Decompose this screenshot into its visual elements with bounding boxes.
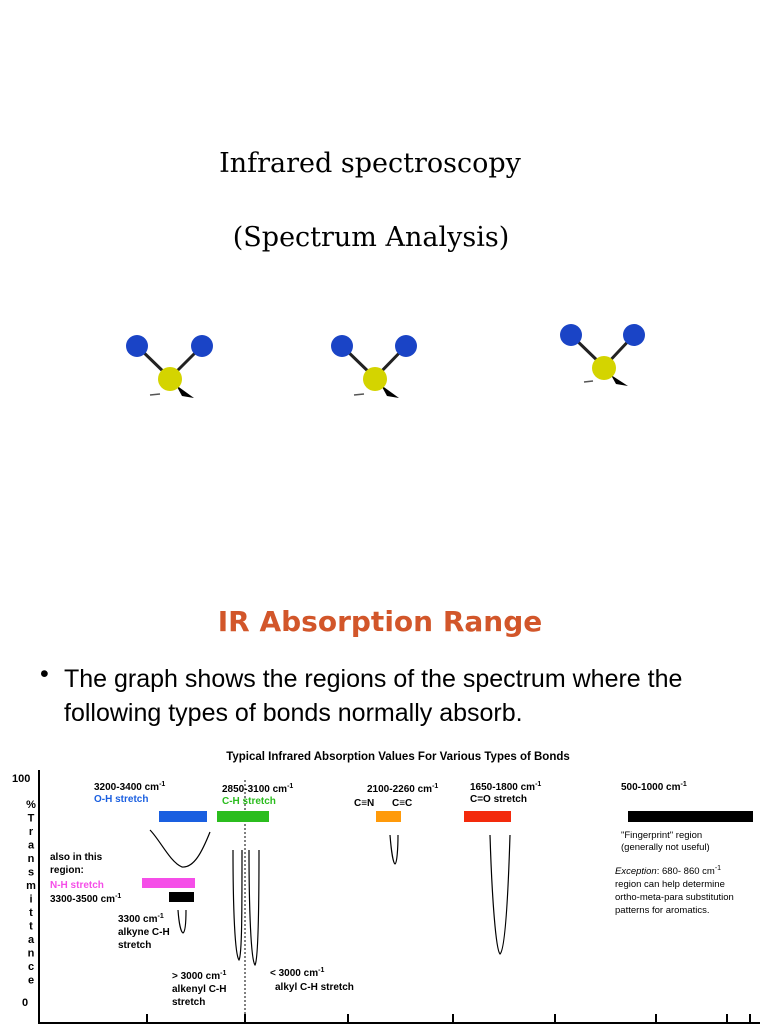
blue-atom xyxy=(331,335,353,357)
svg-text:> 3000 cm-1: > 3000 cm-1 xyxy=(172,970,226,982)
exception-line1: : 680- 860 cm xyxy=(657,866,715,877)
co-range-label: 1650-1800 cm xyxy=(470,782,535,793)
svg-text:1650-1800 cm-1: 1650-1800 cm-1 xyxy=(470,781,541,793)
alkyne-label-line2: alkyne C-H xyxy=(118,927,170,938)
cn-triple-label: C≡N xyxy=(354,798,374,809)
slide-subtitle: (Spectrum Analysis) xyxy=(232,222,510,253)
nh-name-label: N-H stretch xyxy=(50,880,104,891)
y-axis-title-letter: t xyxy=(29,907,33,919)
co-name-label: C=O stretch xyxy=(470,794,527,805)
yellow-atom xyxy=(363,367,387,391)
ch-range-label: 2850-3100 cm xyxy=(222,784,287,795)
triple-bond-peak xyxy=(389,834,399,865)
svg-text:2100-2260 cm-1: 2100-2260 cm-1 xyxy=(367,783,438,795)
alkenyl-label-line2: alkenyl C-H xyxy=(172,984,226,995)
y-axis-top-label: 100 xyxy=(12,773,30,785)
fingerprint-region-bar xyxy=(628,811,753,822)
x-axis-ticks xyxy=(146,1014,751,1024)
molecule-3 xyxy=(560,324,645,386)
ch-region-bar xyxy=(217,811,269,822)
y-axis-title-letter: a xyxy=(28,840,35,852)
exception-line3: ortho-meta-para substitution xyxy=(615,892,734,903)
cc-triple-label: C≡C xyxy=(392,798,412,809)
y-axis-title-letter: r xyxy=(29,826,34,838)
alkyne-label-line1: 3300 cm xyxy=(118,914,158,925)
exception-line2: region can help determine xyxy=(615,879,725,890)
exception-line4: patterns for aromatics. xyxy=(615,905,710,916)
y-axis-title-letter: T xyxy=(28,813,35,825)
svg-text:3300-3500 cm-1: 3300-3500 cm-1 xyxy=(50,893,121,905)
oh-range-label: 3200-3400 cm xyxy=(94,782,159,793)
fp-name-label: "Fingerprint" region xyxy=(621,830,702,841)
co-region-bar xyxy=(464,811,511,822)
svg-text:3200-3400 cm-1: 3200-3400 cm-1 xyxy=(94,781,165,793)
nh-note-line1: also in this xyxy=(50,852,103,863)
y-axis-title-letter: e xyxy=(28,975,34,987)
slide-title: Infrared spectroscopy xyxy=(219,148,521,179)
molecule-illustrations xyxy=(126,324,645,398)
y-axis-title-letter: % xyxy=(26,799,36,811)
blue-atom xyxy=(191,335,213,357)
y-axis-title-letter: a xyxy=(28,934,35,946)
nh-range-label: 3300-3500 cm xyxy=(50,894,115,905)
triple-range-label: 2100-2260 cm xyxy=(367,784,432,795)
chart-title: Typical Infrared Absorption Values For V… xyxy=(226,751,570,763)
y-axis-title-letter: i xyxy=(29,894,32,906)
svg-text:< 3000 cm-1: < 3000 cm-1 xyxy=(270,967,324,979)
y-axis-title-letter: n xyxy=(28,948,35,960)
svg-text:500-1000 cm-1: 500-1000 cm-1 xyxy=(621,781,687,793)
triple-region-bar xyxy=(376,811,401,822)
y-axis-title-letter: t xyxy=(29,921,33,933)
co-peak xyxy=(489,834,511,955)
nh-region-bar xyxy=(142,878,195,888)
svg-text:3300 cm-1: 3300 cm-1 xyxy=(118,913,164,925)
yellow-atom xyxy=(592,356,616,380)
blue-atom xyxy=(126,335,148,357)
nh-alt-bar xyxy=(169,892,194,902)
bullet-text: The graph shows the regions of the spect… xyxy=(64,665,683,727)
oh-absorption-band xyxy=(149,829,211,868)
oh-region-bar xyxy=(159,811,207,822)
alkenyl-ch-peak xyxy=(232,849,243,962)
ch-name-label: C-H stretch xyxy=(222,796,276,807)
fp-range-label: 500-1000 cm xyxy=(621,782,681,793)
bullet-glyph: • xyxy=(40,660,49,688)
alkenyl-label-line1: > 3000 cm xyxy=(172,971,220,982)
y-axis-title-letter: m xyxy=(26,880,36,892)
yellow-atom xyxy=(158,367,182,391)
fp-note-label: (generally not useful) xyxy=(621,842,710,853)
alkyne-label-line3: stretch xyxy=(118,940,151,951)
exception-word: Exception xyxy=(615,866,657,877)
alkyl-ch-peak xyxy=(248,849,260,967)
y-axis-title-letter: n xyxy=(28,853,35,865)
blue-atom xyxy=(623,324,645,346)
svg-text:Exception: 680- 860 cm-1: Exception: 680- 860 cm-1 xyxy=(615,865,721,877)
y-axis-title-letter: c xyxy=(28,961,34,973)
blue-atom xyxy=(395,335,417,357)
molecule-1 xyxy=(126,335,213,398)
oh-name-label: O-H stretch xyxy=(94,794,148,805)
svg-text:2850-3100 cm-1: 2850-3100 cm-1 xyxy=(222,783,293,795)
section-heading: IR Absorption Range xyxy=(217,605,543,638)
alkyl-label-line1: < 3000 cm xyxy=(270,968,318,979)
alkyl-label-line2: alkyl C-H stretch xyxy=(275,982,354,993)
molecule-2 xyxy=(331,335,417,398)
ir-absorption-chart: Typical Infrared Absorption Values For V… xyxy=(12,751,760,1024)
alkenyl-label-line3: stretch xyxy=(172,997,205,1008)
y-axis-title-letter: s xyxy=(28,867,34,879)
alkyne-ch-peak xyxy=(177,909,187,934)
nh-note-line2: region: xyxy=(50,865,84,876)
y-axis-bottom-label: 0 xyxy=(22,997,28,1009)
blue-atom xyxy=(560,324,582,346)
